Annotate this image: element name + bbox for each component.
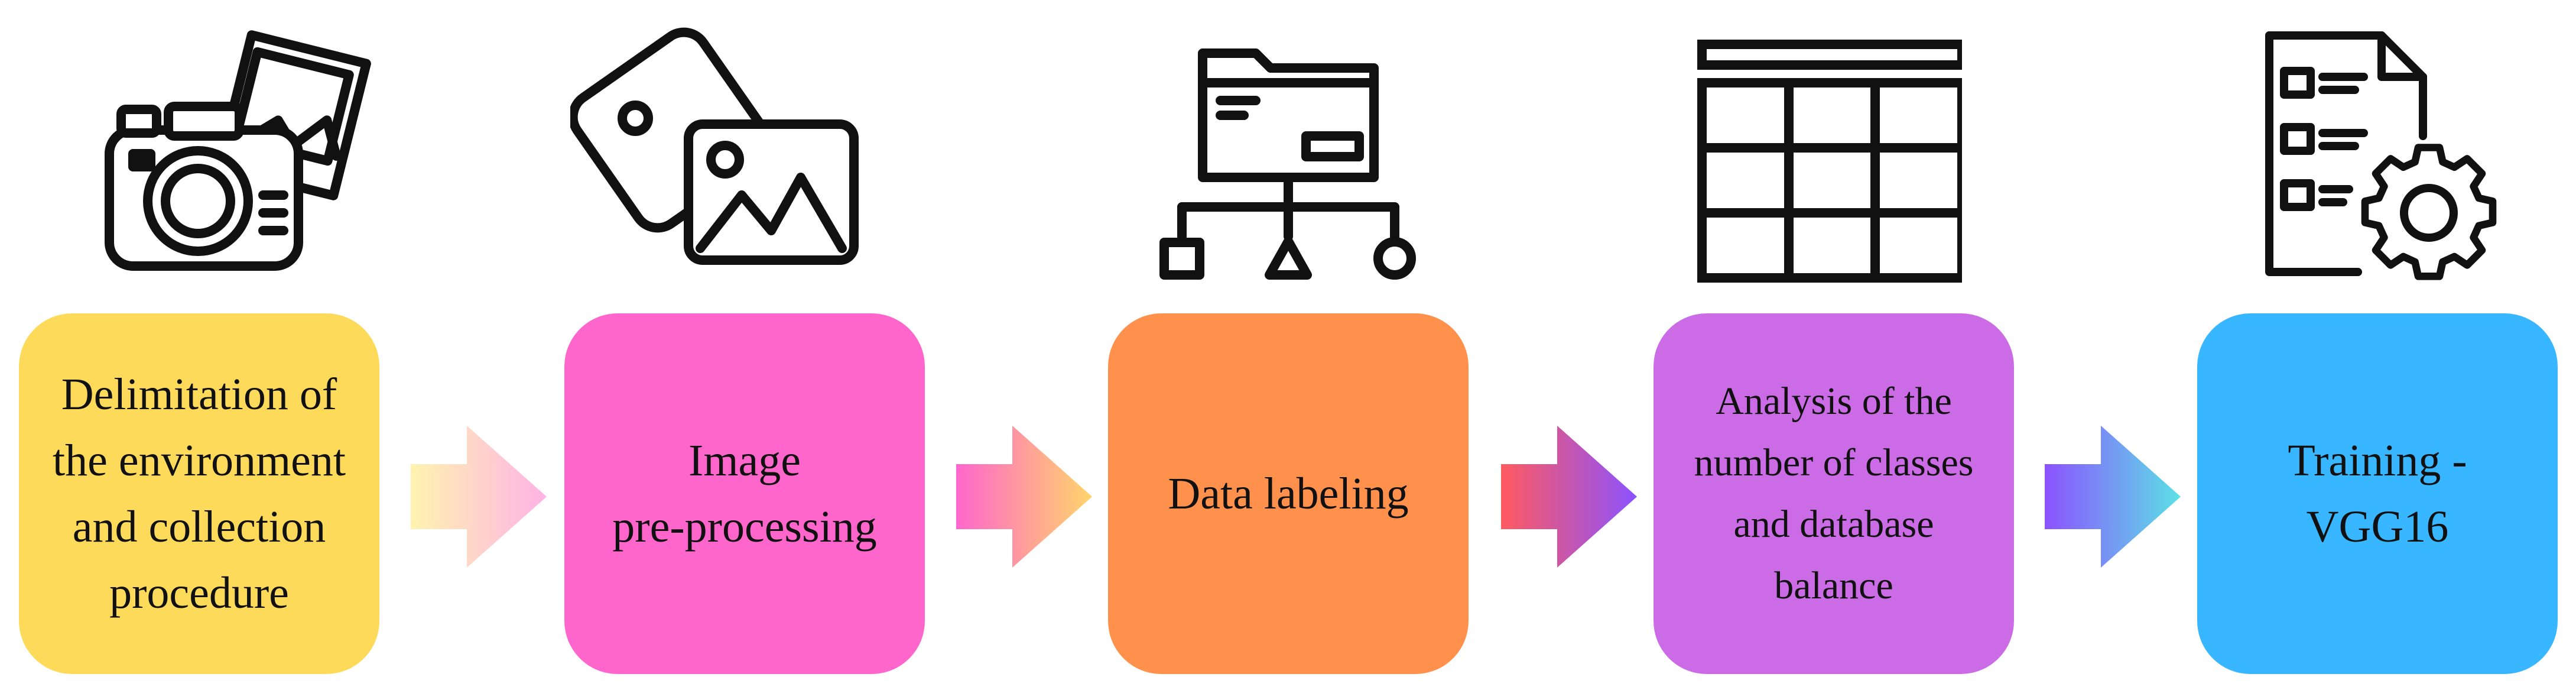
- step-box-preprocessing: Image pre-processing: [564, 313, 925, 674]
- table-grid-icon: [1655, 18, 1962, 296]
- folder-hierarchy-icon: [1126, 18, 1433, 296]
- flow-arrow-4: [2045, 426, 2181, 568]
- step-box-analysis: Analysis of the number of classes and da…: [1654, 313, 2014, 674]
- step-label: Analysis of the number of classes and da…: [1694, 380, 1974, 607]
- camera-photos-icon: [86, 18, 393, 296]
- flow-arrow-1: [411, 426, 547, 568]
- checklist-gear-icon: [2222, 18, 2529, 296]
- flow-arrow-3: [1501, 426, 1637, 568]
- step-label: Delimitation of the environment and coll…: [53, 370, 346, 618]
- step-label: Data labeling: [1168, 469, 1409, 519]
- images-icon: [570, 18, 878, 296]
- step-box-delimitation: Delimitation of the environment and coll…: [19, 313, 379, 674]
- step-box-training: Training - VGG16: [2197, 313, 2558, 674]
- step-box-data-labeling: Data labeling: [1108, 313, 1469, 674]
- flow-arrow-2: [956, 426, 1092, 568]
- step-label: Image pre-processing: [612, 436, 877, 552]
- step-label: Training - VGG16: [2288, 436, 2467, 552]
